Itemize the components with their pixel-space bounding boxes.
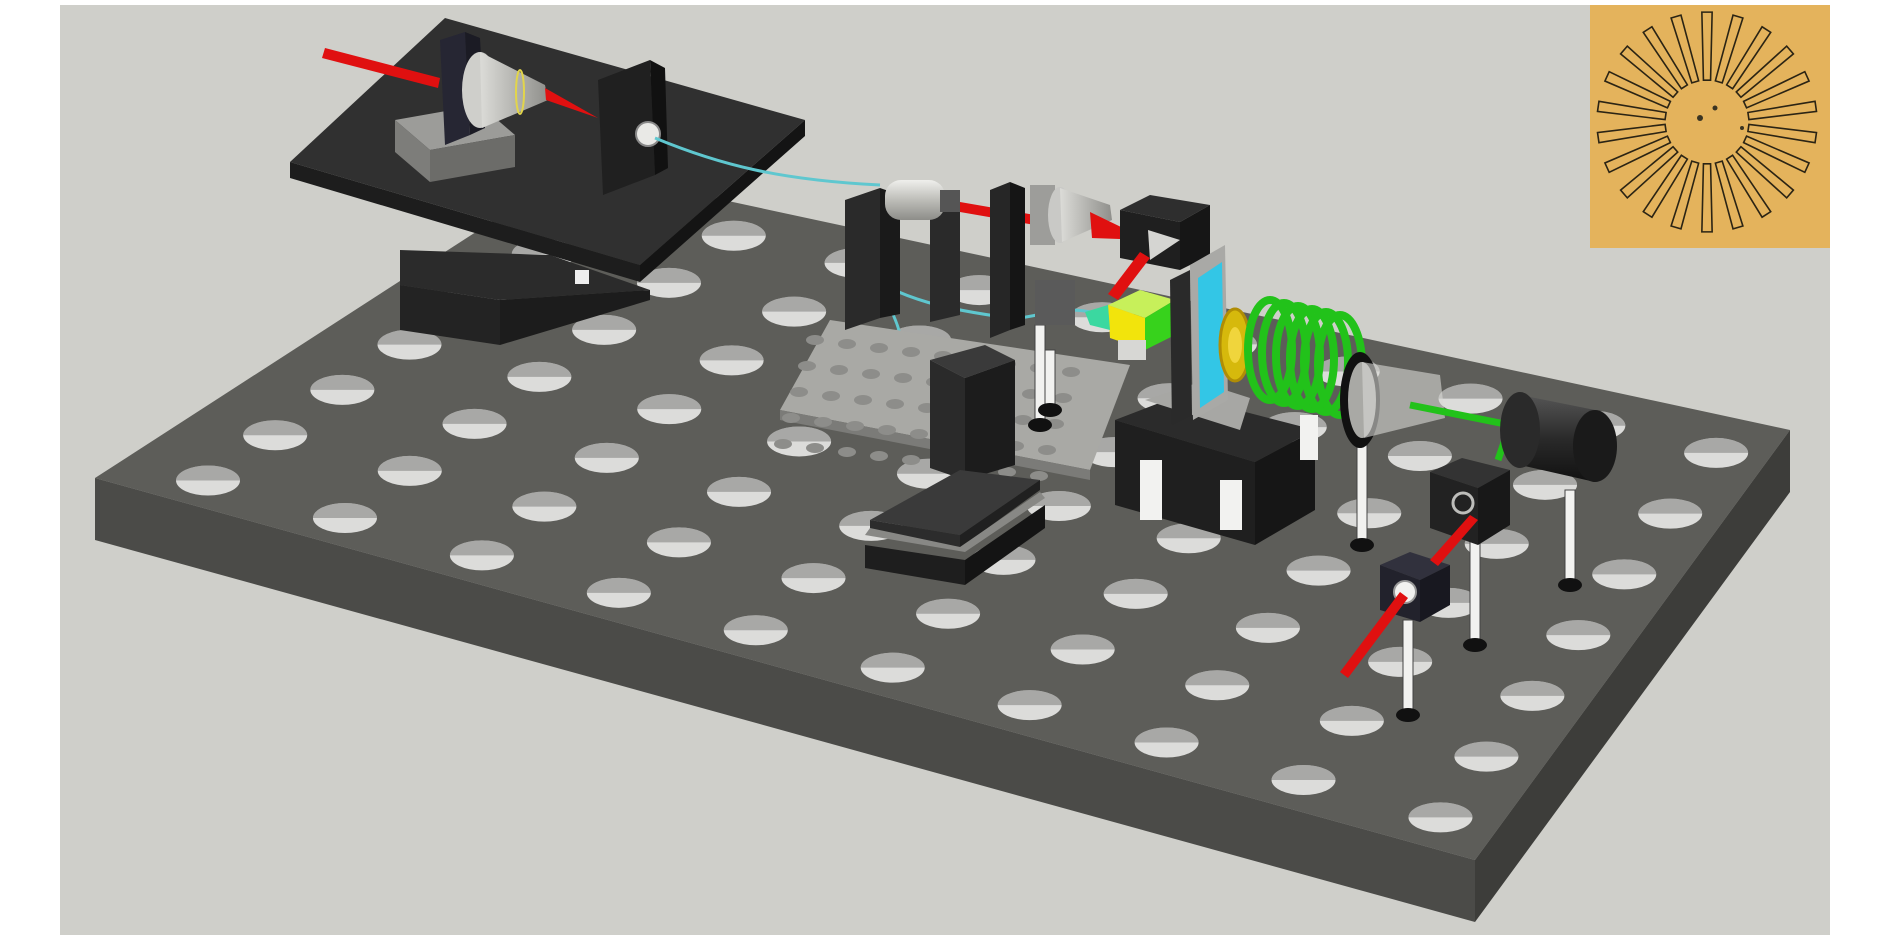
green-beam-short (1085, 305, 1110, 330)
photodetector-cylinder (1500, 392, 1617, 482)
plate-hole (1030, 471, 1048, 481)
comb-finger (1742, 135, 1811, 174)
post-base (1350, 538, 1374, 552)
plate-hole (870, 343, 888, 353)
plate-hole (1054, 393, 1072, 403)
stage-posts (1140, 415, 1318, 530)
plate-hole (870, 451, 888, 461)
plate-hole (798, 361, 816, 371)
output-mirror-mount (1430, 458, 1510, 545)
post (1044, 349, 1056, 411)
post-base (1038, 403, 1062, 417)
post (1402, 619, 1414, 716)
crystal-green-face (1145, 300, 1175, 350)
collimator-tube (885, 180, 945, 220)
plate-hole (782, 413, 800, 423)
crystal-yellow-face (1108, 305, 1145, 350)
comb-finger (1603, 135, 1672, 174)
comb-finger (1701, 163, 1713, 233)
plate-hole (894, 373, 912, 383)
fiber-connector (635, 121, 661, 147)
collection-lens (1340, 352, 1445, 448)
objective-lens-cone (480, 52, 548, 128)
comb-finger (1742, 70, 1811, 109)
comb-finger (1701, 11, 1713, 81)
fiber-clamp-stand (865, 345, 1045, 585)
plate-hole (806, 335, 824, 345)
comb-finger (1747, 100, 1818, 121)
radial-comb-structure (1596, 11, 1818, 233)
optical-posts (1028, 324, 1582, 722)
plate-hole (838, 447, 856, 457)
microscope-inset (1590, 5, 1830, 248)
plate-hole (846, 421, 864, 431)
plate-hole (838, 339, 856, 349)
comb-finger (1714, 14, 1744, 84)
plate-hole (790, 387, 808, 397)
focusing-objective (990, 182, 1148, 338)
comb-finger (1747, 123, 1818, 144)
post-base (1463, 638, 1487, 652)
comb-finger (1596, 100, 1667, 121)
post (1469, 539, 1481, 646)
comb-finger (1596, 123, 1667, 144)
plate-hole (1062, 367, 1080, 377)
plate-hole (862, 369, 880, 379)
plate-hole (806, 443, 824, 453)
plate-hole (902, 455, 920, 465)
post (1356, 444, 1368, 546)
breadboard-front-face (95, 478, 1475, 922)
post (1564, 489, 1576, 586)
objective-mount-plate (440, 32, 470, 145)
comb-finger (1735, 145, 1795, 199)
plate-hole (886, 399, 904, 409)
fiber-collimator (845, 180, 960, 330)
comb-finger (1714, 160, 1744, 230)
reflected-beam (1108, 252, 1150, 300)
breadboard-side-face (1475, 430, 1790, 922)
plate-hole (830, 365, 848, 375)
plate-hole (910, 429, 928, 439)
cyan-filter (1198, 262, 1224, 408)
plate-hole (878, 425, 896, 435)
inset-background (1590, 5, 1830, 248)
post-base (1028, 418, 1052, 432)
plate-hole (1038, 445, 1056, 455)
plate-hole (774, 439, 792, 449)
comb-finger (1642, 25, 1689, 90)
comb-finger (1619, 145, 1679, 199)
comb-finger (1603, 70, 1672, 109)
plate-hole (902, 347, 920, 357)
spiral-waveguide-coil (1244, 296, 1366, 419)
plate-hole (814, 417, 832, 427)
stage-post-white (575, 270, 589, 284)
comb-finger (1725, 154, 1772, 219)
comb-finger (1619, 45, 1679, 99)
stage-base-block (400, 250, 650, 300)
comb-finger (1725, 25, 1772, 90)
comb-finger (1735, 45, 1795, 99)
post-base (1558, 578, 1582, 592)
comb-finger (1670, 14, 1700, 84)
focused-beam (545, 88, 598, 118)
plate-hole (1014, 415, 1032, 425)
input-laser-beam (322, 48, 440, 88)
comb-finger (1670, 160, 1700, 230)
comb-finger (1642, 154, 1689, 219)
nonlinear-crystal (1108, 290, 1175, 360)
probe-laser-beams (1340, 515, 1478, 678)
fiber-holder-plate (598, 60, 655, 195)
coil-turn (1286, 305, 1338, 413)
plate-hole (998, 467, 1016, 477)
turning-mirror (1120, 195, 1210, 270)
plate-hole (822, 391, 840, 401)
plate-hole (854, 395, 872, 405)
post-base (1396, 708, 1420, 722)
